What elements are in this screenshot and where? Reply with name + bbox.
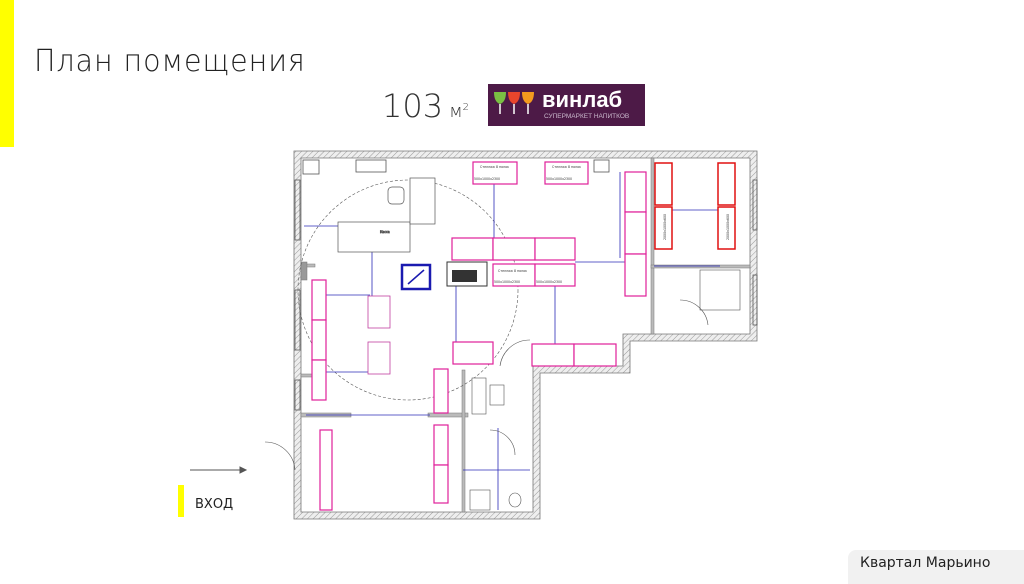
shelf-size: 500x1000x2300 [536,280,562,284]
doors [264,299,709,471]
fridge-size: 2000x1000x600 [663,214,667,240]
entrance-marker [178,485,184,517]
footer-location: Квартал Марьино [848,550,1024,584]
area-number: 103 [382,87,444,125]
bathroom-fixtures [469,269,741,511]
area-unit-text: м [449,101,463,122]
shelf-label: Стеллаж 8 полок [480,165,509,169]
wine-glasses-icon [494,92,534,114]
logo-tagline: СУПЕРМАРКЕТ НАПИТКОВ [544,113,630,120]
windows [294,159,758,411]
entrance-arrow-icon [190,466,248,474]
entrance-label: ВХОД [195,497,234,512]
shelves [311,161,647,511]
shelf-size: 500x1000x2300 [546,177,572,181]
cashier-desk: Касса [337,177,436,253]
outer-walls [293,150,758,520]
fridge-size: 2000x1000x600 [726,214,730,240]
location-label: Квартал Марьино [860,555,991,571]
fridges [654,162,736,250]
shelf-label: Стеллаж 8 полок [498,269,527,273]
shelf-size: 500x1000x2300 [474,177,500,181]
area-unit-sup: 2 [462,102,470,113]
shelf-size: 500x1000x2300 [494,280,520,284]
accent-bar [0,0,14,147]
area-unit: м2 [449,101,469,122]
turning-radius [297,179,519,401]
store-fixture [367,261,488,375]
logo-name: винлаб [542,87,623,112]
shelf-label: Стеллаж 8 полок [552,165,581,169]
shelf-labels: Стеллаж 8 полок 500x1000x2300 Стеллаж 8 … [474,165,730,284]
cashier-label: Касса [380,230,390,234]
vinlab-logo: винлаб СУПЕРМАРКЕТ НАПИТКОВ [488,84,645,126]
page-title: План помещения [34,44,306,79]
